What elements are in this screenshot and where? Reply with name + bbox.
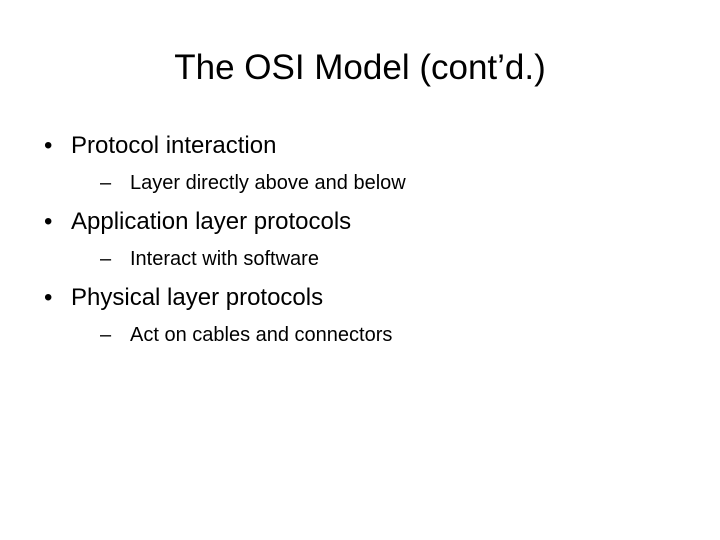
bullet-marker: • (44, 208, 53, 235)
sub-bullet-text: Layer directly above and below (130, 172, 406, 194)
bullet-item: • Protocol interaction (44, 128, 684, 164)
sub-bullet-item: – Layer directly above and below (100, 168, 684, 198)
bullet-list: • Protocol interaction – Layer directly … (44, 128, 684, 350)
bullet-item: • Application layer protocols (44, 204, 684, 240)
bullet-text: Protocol interaction (71, 132, 277, 159)
sub-bullet-item: – Act on cables and connectors (100, 320, 684, 350)
bullet-item: • Physical layer protocols (44, 280, 684, 316)
bullet-marker: • (44, 132, 53, 159)
sub-bullet-text: Interact with software (130, 248, 319, 270)
sub-bullet-item: – Interact with software (100, 244, 684, 274)
slide-title: The OSI Model (cont’d.) (174, 48, 546, 87)
sub-bullet-text: Act on cables and connectors (130, 324, 393, 346)
bullet-text: Application layer protocols (71, 208, 352, 235)
bullet-text: Physical layer protocols (71, 284, 324, 311)
dash-marker: – (100, 248, 112, 270)
dash-marker: – (100, 324, 112, 346)
bullet-marker: • (44, 284, 53, 311)
dash-marker: – (100, 172, 112, 194)
